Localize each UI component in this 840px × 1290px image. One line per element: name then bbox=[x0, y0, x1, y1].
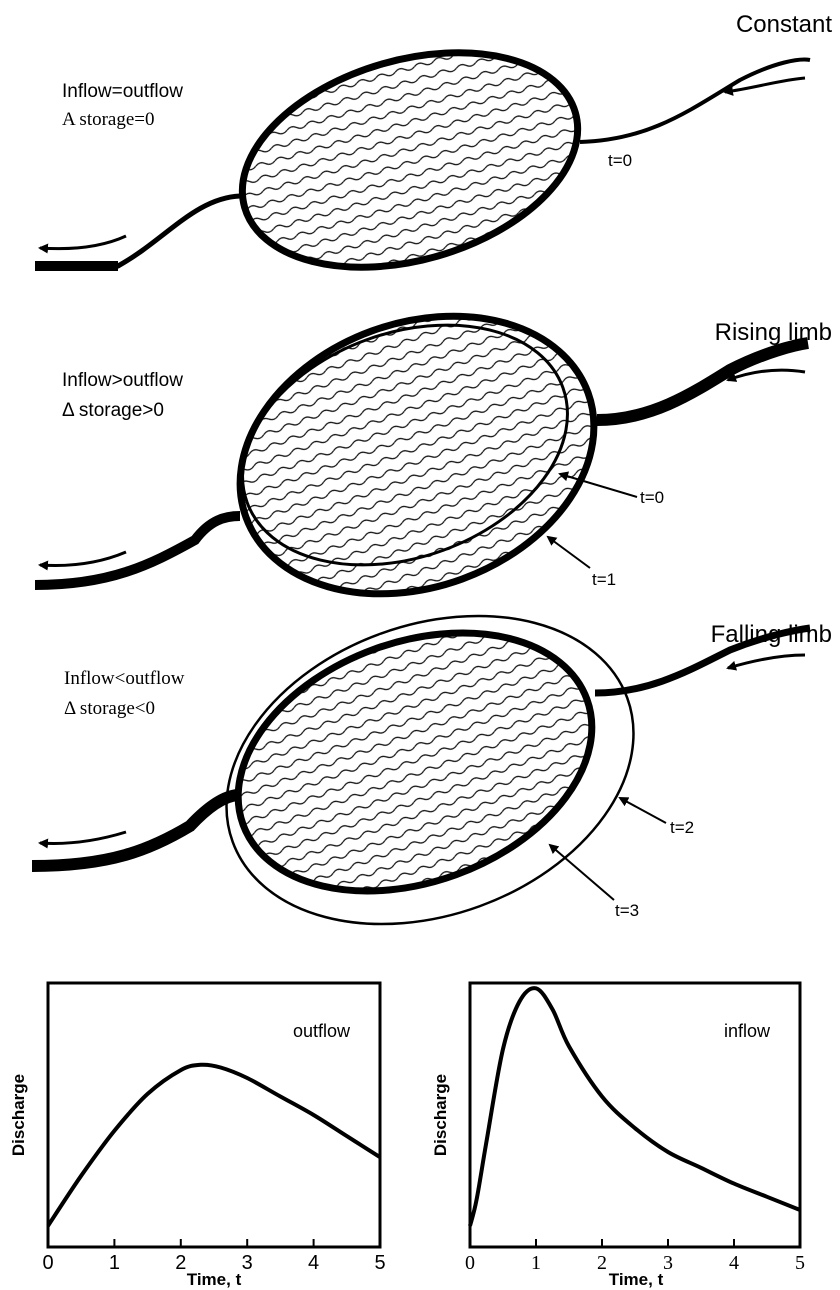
constant-storage-label: A storage=0 bbox=[62, 109, 155, 130]
inflow-channel bbox=[595, 628, 810, 693]
rising-storage-label: Δ storage>0 bbox=[62, 400, 164, 421]
inflow-channel bbox=[597, 343, 808, 420]
reservoir bbox=[217, 16, 603, 303]
x-tick-label: 1 bbox=[109, 1252, 120, 1274]
inflow-channel bbox=[580, 60, 810, 142]
constant-balance-label: Inflow=outflow bbox=[62, 81, 183, 102]
rising-inner-time-label: t=0 bbox=[640, 488, 664, 507]
y-axis-label: Discharge bbox=[431, 1074, 450, 1156]
t3-pointer bbox=[550, 845, 614, 900]
x-tick-label: 0 bbox=[42, 1252, 53, 1274]
x-tick-label: 5 bbox=[374, 1252, 385, 1274]
falling-balance-label: Inflow<outflow bbox=[64, 668, 185, 689]
x-tick-label: 2 bbox=[597, 1252, 607, 1274]
x-axis-label: Time, t bbox=[187, 1270, 242, 1289]
inflow-chart: Discharge Time, t inflow 0 1 2 3 4 5 bbox=[431, 983, 805, 1289]
panel-rising: Rising limb Inflow>outflow Δ storage>0 t… bbox=[35, 269, 832, 642]
falling-storage-label: Δ storage<0 bbox=[64, 698, 155, 719]
outflow-arrow bbox=[40, 552, 126, 565]
x-axis-label: Time, t bbox=[609, 1270, 664, 1289]
t2-pointer bbox=[620, 798, 666, 823]
outflow-line bbox=[48, 1065, 380, 1226]
x-tick-label: 4 bbox=[729, 1252, 739, 1274]
outflow-arrow bbox=[40, 236, 126, 249]
series-label: inflow bbox=[724, 1021, 771, 1041]
x-tick-label: 3 bbox=[663, 1252, 673, 1274]
t1-pointer bbox=[548, 537, 590, 568]
x-tick-label: 0 bbox=[465, 1252, 475, 1274]
reservoir-outer bbox=[201, 269, 633, 642]
panel-constant: Constant Inflow=outflow A storage=0 t=0 bbox=[35, 11, 832, 304]
x-tick-label: 4 bbox=[308, 1252, 319, 1274]
panel-title-rising: Rising limb bbox=[715, 319, 832, 346]
panel-falling: Falling limb Inflow<outflow Δ storage<0 … bbox=[32, 562, 832, 978]
outflow-arrow bbox=[40, 832, 126, 843]
x-tick-label: 5 bbox=[795, 1252, 805, 1274]
falling-inner-time-label: t=3 bbox=[615, 901, 639, 920]
falling-outer-time-label: t=2 bbox=[670, 818, 694, 837]
x-tick-label: 2 bbox=[175, 1252, 186, 1274]
panel-title-constant: Constant bbox=[736, 11, 832, 38]
x-tick-label: 3 bbox=[242, 1252, 253, 1274]
rising-balance-label: Inflow>outflow bbox=[62, 370, 183, 391]
reservoir-inner bbox=[202, 587, 628, 938]
outflow-channel bbox=[35, 516, 240, 585]
x-ticks: 0 1 2 3 4 5 bbox=[465, 1239, 805, 1274]
inflow-arrow bbox=[728, 655, 805, 668]
rising-outer-time-label: t=1 bbox=[592, 570, 616, 589]
series-label: outflow bbox=[293, 1021, 351, 1041]
x-tick-label: 1 bbox=[531, 1252, 541, 1274]
outflow-channel bbox=[35, 196, 240, 266]
x-ticks: 0 1 2 3 4 5 bbox=[42, 1239, 385, 1274]
constant-time-label: t=0 bbox=[608, 151, 632, 170]
y-axis-label: Discharge bbox=[9, 1074, 28, 1156]
outflow-channel bbox=[32, 795, 238, 866]
outflow-chart: Discharge Time, t outflow 0 1 2 3 4 5 bbox=[9, 983, 386, 1289]
